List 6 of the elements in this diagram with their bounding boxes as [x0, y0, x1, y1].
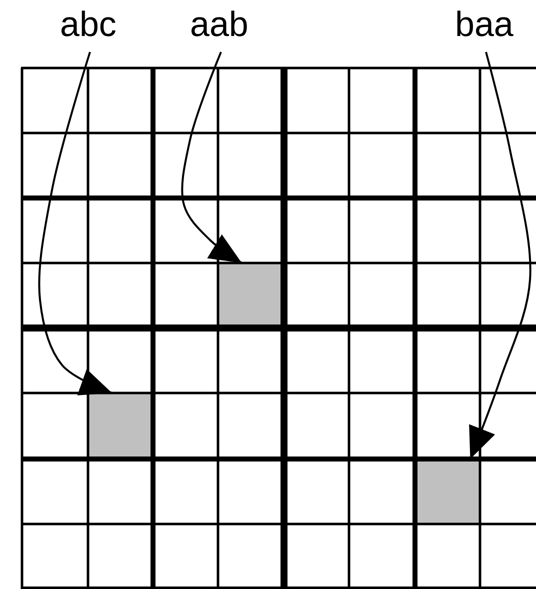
curved-arrow	[38, 52, 112, 396]
curved-arrow	[181, 52, 242, 264]
curved-arrow	[469, 52, 532, 460]
cell-label: abc	[60, 6, 116, 44]
cell-label: aab	[190, 6, 248, 44]
cell-label: baa	[455, 6, 513, 44]
